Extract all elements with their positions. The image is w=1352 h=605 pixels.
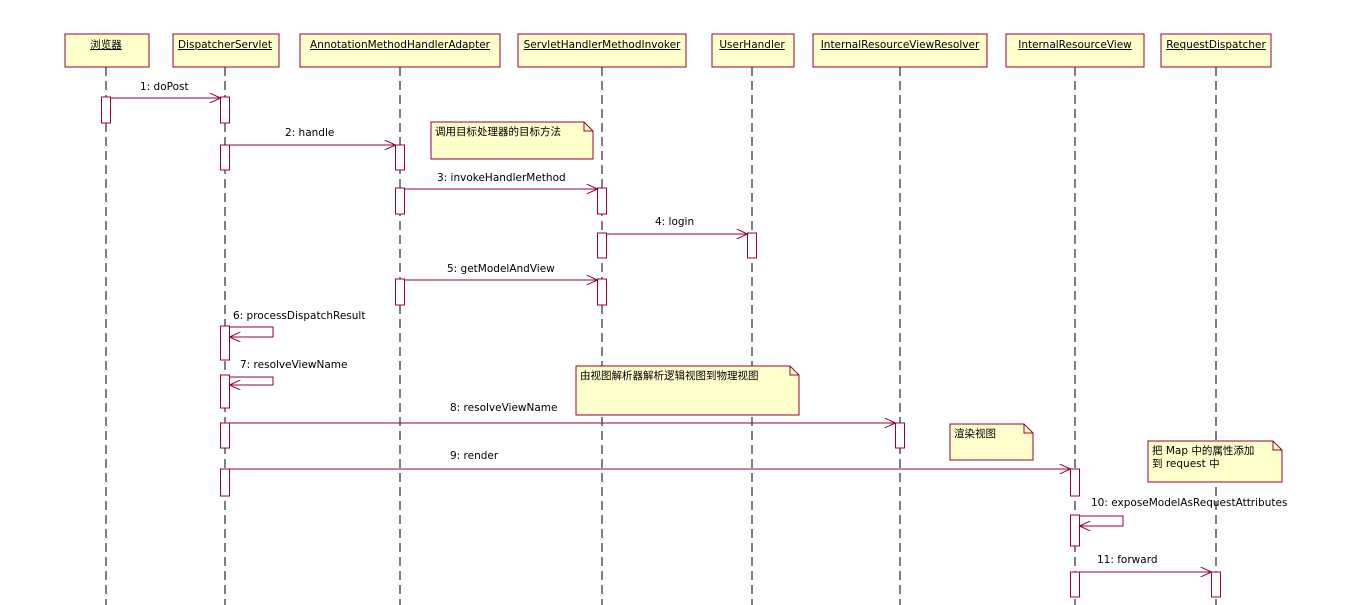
message-11: 11: forward: [1079, 554, 1212, 572]
message-label: 9: render: [450, 450, 499, 462]
message-label: 10: exposeModelAsRequestAttributes: [1091, 497, 1287, 509]
object-adapter: AnnotationMethodHandlerAdapter: [299, 33, 501, 68]
object-label: DispatcherServlet: [178, 39, 272, 51]
message-6: 6: processDispatchResult: [230, 310, 365, 337]
object-box: [172, 33, 280, 68]
message-10: 10: exposeModelAsRequestAttributes: [1080, 497, 1287, 526]
note-1: 调用目标处理器的目标方法: [430, 121, 594, 160]
activation-bar: [220, 325, 230, 361]
activation-bar: [1070, 514, 1080, 547]
message-label: 5: getModelAndView: [447, 263, 555, 275]
message-label: 11: forward: [1097, 554, 1158, 566]
activation-bar: [1070, 571, 1080, 598]
activation-bar: [597, 232, 607, 259]
activation-bar: [895, 422, 905, 449]
activation-bar: [220, 96, 230, 124]
note-2: 由视图解析器解析逻辑视图到物理视图: [575, 365, 800, 416]
note-text: 渲染视图: [954, 427, 996, 440]
message-8: 8: resolveViewName: [229, 402, 896, 423]
message-7: 7: resolveViewName: [230, 359, 347, 385]
message-9: 9: render: [229, 450, 1071, 469]
message-label: 8: resolveViewName: [450, 402, 557, 414]
note-box: [430, 121, 594, 160]
note-text: 由视图解析器解析逻辑视图到物理视图: [580, 369, 759, 382]
object-browser: 浏览器: [64, 33, 150, 68]
note-fold: [583, 122, 593, 132]
activation-bar: [220, 422, 230, 449]
object-box: [64, 33, 150, 68]
note-text: 到 request 中: [1152, 457, 1220, 470]
object-box: [812, 33, 988, 68]
message-5: 5: getModelAndView: [404, 263, 598, 280]
activation-bar: [220, 468, 230, 497]
self-message-arrow: [230, 326, 274, 337]
message-label: 1: doPost: [140, 81, 189, 93]
object-userhandler: UserHandler: [711, 33, 795, 68]
message-label: 4: login: [655, 216, 694, 228]
object-box: [711, 33, 795, 68]
object-invoker: ServletHandlerMethodInvoker: [517, 33, 687, 68]
object-box: [517, 33, 687, 68]
object-label: InternalResourceView: [1018, 39, 1132, 51]
message-1: 1: doPost: [110, 81, 221, 98]
message-label: 2: handle: [285, 127, 334, 139]
note-text: 把 Map 中的属性添加: [1152, 444, 1254, 457]
activation-bar: [220, 144, 230, 171]
note-text: 调用目标处理器的目标方法: [435, 125, 561, 138]
self-message-arrow: [1080, 515, 1124, 526]
self-message-arrow: [230, 376, 274, 385]
note-fold: [1272, 441, 1282, 451]
message-4: 4: login: [606, 216, 748, 234]
activation-bar: [220, 374, 230, 409]
object-dispatcher: DispatcherServlet: [172, 33, 280, 68]
message-label: 7: resolveViewName: [240, 359, 347, 371]
note-3: 渲染视图: [949, 423, 1034, 461]
activation-bar: [395, 278, 405, 306]
object-resolver: InternalResourceViewResolver: [812, 33, 988, 68]
activation-bar: [1211, 571, 1221, 598]
note-box: [575, 365, 800, 416]
object-label: UserHandler: [719, 39, 785, 51]
object-label: ServletHandlerMethodInvoker: [524, 39, 681, 51]
activation-bar: [747, 232, 757, 259]
activation-bar: [101, 96, 111, 124]
object-label: AnnotationMethodHandlerAdapter: [310, 39, 491, 51]
note-fold: [789, 366, 799, 376]
object-reqdispatcher: RequestDispatcher: [1160, 33, 1272, 68]
activation-bar: [395, 187, 405, 215]
message-2: 2: handle: [229, 127, 396, 145]
object-label: RequestDispatcher: [1166, 39, 1266, 51]
object-box: [1160, 33, 1272, 68]
activation-bar: [597, 278, 607, 306]
note-box: [949, 423, 1034, 461]
object-label: InternalResourceViewResolver: [821, 39, 980, 51]
note-fold: [1023, 424, 1033, 434]
activation-bar: [1070, 468, 1080, 497]
activation-bar: [395, 144, 405, 171]
note-box: [1147, 440, 1283, 483]
message-label: 6: processDispatchResult: [233, 310, 365, 322]
object-view: InternalResourceView: [1005, 33, 1145, 68]
object-box: [1005, 33, 1145, 68]
object-label: 浏览器: [90, 38, 122, 51]
activation-bar: [597, 187, 607, 215]
message-3: 3: invokeHandlerMethod: [404, 172, 598, 189]
object-box: [299, 33, 501, 68]
message-label: 3: invokeHandlerMethod: [437, 172, 566, 184]
